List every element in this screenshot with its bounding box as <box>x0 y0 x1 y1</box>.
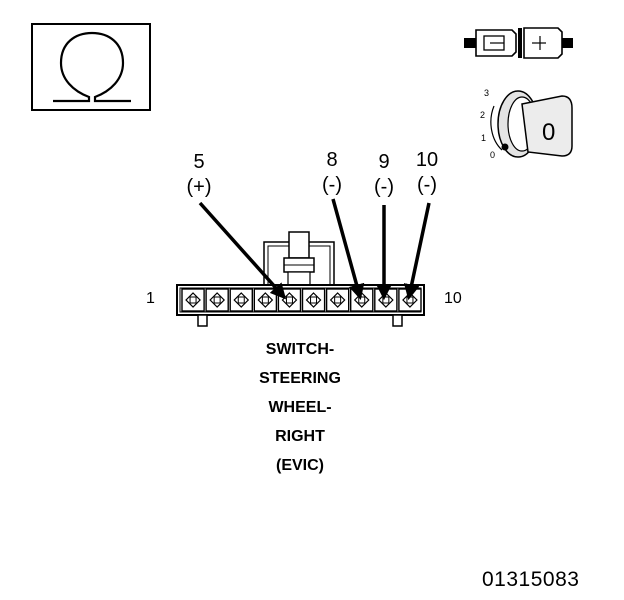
ign-pos-2: 2 <box>480 110 485 120</box>
probe-arrow-pin-8 <box>331 198 365 301</box>
component-caption: SWITCH- STEERING WHEEL- RIGHT (EVIC) <box>220 335 380 480</box>
ign-pos-0: 0 <box>490 150 495 160</box>
ignition-key-icon: 3 2 1 0 0 <box>480 88 573 160</box>
connector-end-label: 10 <box>444 290 462 307</box>
cavity-6 <box>301 288 326 312</box>
pin-polarity-10: (-) <box>417 174 437 196</box>
cavity-8 <box>350 288 374 312</box>
caption-line-5: (EVIC) <box>276 457 324 474</box>
pin-label-9: 9 <box>378 151 390 173</box>
connector-plug-icon <box>464 27 573 59</box>
pin-label-8: 8 <box>326 149 338 171</box>
cavity-4 <box>253 288 278 312</box>
ign-pos-3: 3 <box>484 88 489 98</box>
ign-pos-1: 1 <box>481 133 486 143</box>
probe-arrow-pin-5 <box>198 201 287 300</box>
caption-line-2: STEERING <box>259 370 341 387</box>
cavity-7 <box>325 288 350 312</box>
caption-line-3: WHEEL- <box>268 399 332 416</box>
probe-arrow-pin-10 <box>403 202 431 301</box>
cavity-9 <box>374 288 398 312</box>
pin-polarity-9: (-) <box>374 176 394 198</box>
caption-line-1: SWITCH- <box>265 341 335 358</box>
cavity-2 <box>205 288 229 312</box>
cavity-3 <box>229 288 253 312</box>
key-label: 0 <box>542 119 555 146</box>
connector-start-label: 1 <box>146 290 155 307</box>
pin-polarity-5: (+) <box>186 176 212 198</box>
caption-line-4: RIGHT <box>275 428 325 445</box>
ohmmeter-symbol-box <box>31 23 151 111</box>
cavity-1 <box>181 288 205 312</box>
pin-polarity-8: (-) <box>322 174 342 196</box>
figure-id: 01315083 <box>482 568 580 591</box>
ohm-icon <box>53 31 131 103</box>
probe-arrows <box>198 198 431 301</box>
pin-label-5: 5 <box>193 151 205 173</box>
connector-latch <box>263 231 335 287</box>
pin-label-10: 10 <box>415 149 439 171</box>
